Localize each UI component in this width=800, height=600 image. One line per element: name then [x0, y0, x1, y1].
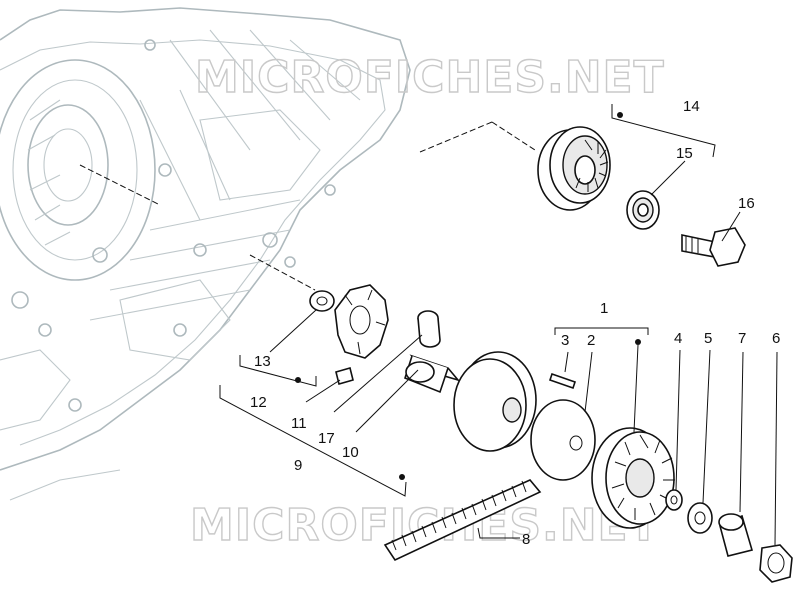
watermark-top: MICROFICHES.NET	[195, 52, 665, 103]
plate-2	[530, 399, 596, 481]
callout-3: 3	[561, 332, 569, 349]
callout-14: 14	[683, 98, 700, 115]
callout-16: 16	[738, 195, 755, 212]
callout-4: 4	[674, 330, 682, 347]
callout-2: 2	[587, 332, 595, 349]
leader-lines	[79, 104, 778, 546]
slider-11	[335, 367, 354, 385]
engine-housing	[0, 7, 411, 501]
callout-7: 7	[738, 330, 746, 347]
washer-13	[309, 290, 335, 312]
callout-17: 17	[318, 430, 335, 447]
callout-1: 1	[600, 300, 608, 317]
callout-5: 5	[704, 330, 712, 347]
bolt-16	[681, 227, 746, 267]
callout-11: 11	[291, 415, 307, 432]
callout-15: 15	[676, 145, 693, 162]
callout-13: 13	[254, 353, 271, 370]
drive-belt	[383, 479, 542, 562]
callout-9: 9	[294, 457, 302, 474]
fixed-pulley-assembly	[530, 372, 793, 583]
nut-6	[759, 544, 793, 583]
callout-8: 8	[522, 531, 530, 548]
washer-4	[665, 489, 683, 511]
variator-hub-parts	[309, 284, 461, 394]
washer-5	[687, 502, 713, 534]
callout-12: 12	[250, 394, 267, 411]
movable-half-pulley	[453, 351, 537, 452]
callout-6: 6	[772, 330, 780, 347]
ramp-plate	[334, 284, 389, 359]
callout-10: 10	[342, 444, 359, 461]
screw-3	[548, 372, 577, 390]
pulley-assembly	[537, 126, 746, 267]
